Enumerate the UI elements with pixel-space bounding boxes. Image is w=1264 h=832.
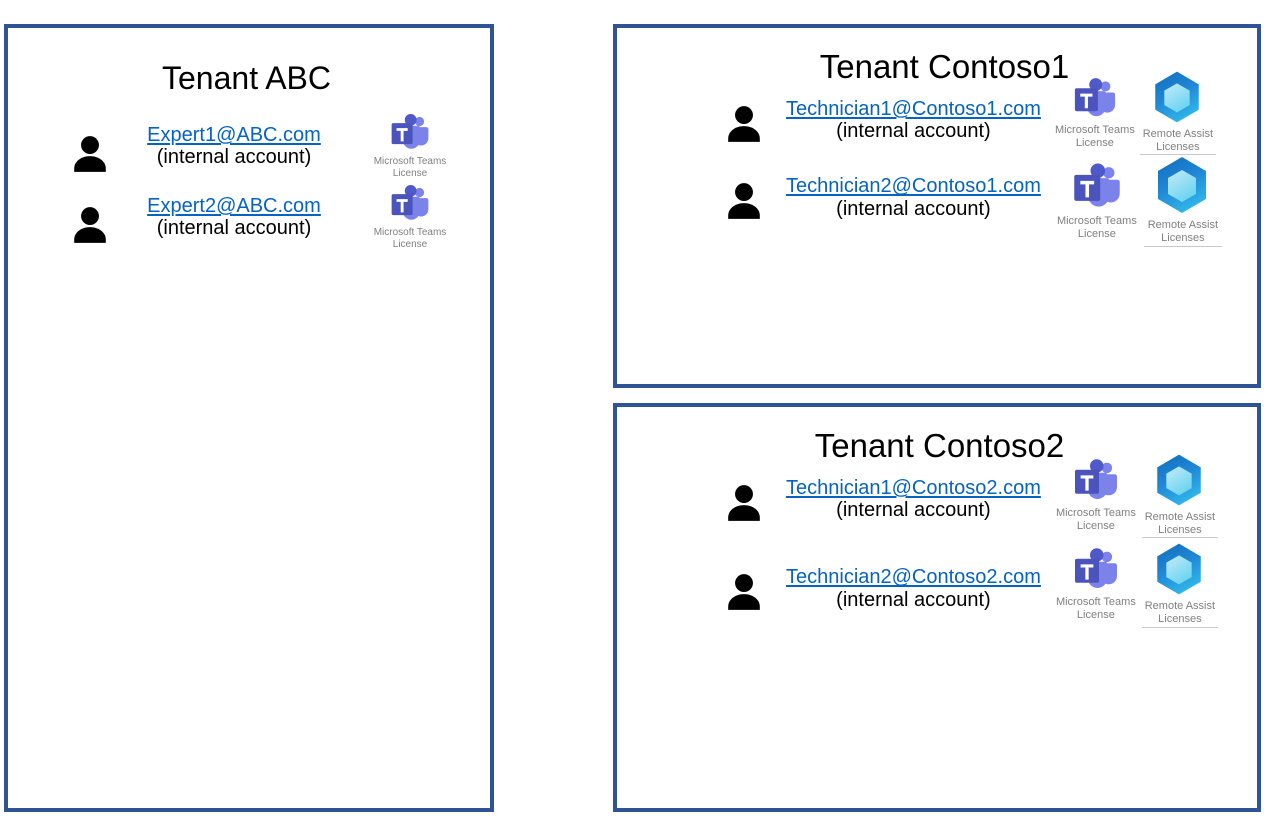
user-list-abc: Expert1@ABC.com (internal account) <box>8 113 490 250</box>
license-badge-remote-assist: Remote Assist Licenses <box>1137 543 1221 628</box>
license-caption-teams: Microsoft Teams License <box>370 156 450 179</box>
license-caption-remote-assist: Remote Assist Licenses <box>1139 600 1221 628</box>
license-caption-line1: Microsoft Teams <box>1054 124 1135 136</box>
license-caption-remote-assist: Remote Assist Licenses <box>1141 219 1225 247</box>
license-caption-line2: License <box>1076 519 1115 532</box>
license-badge-teams: Microsoft Teams License <box>370 112 450 179</box>
license-caption-teams: Microsoft Teams License <box>1055 596 1137 621</box>
license-caption-teams: Microsoft Teams License <box>1055 215 1139 240</box>
microsoft-teams-icon <box>389 183 431 225</box>
license-caption-line2: License <box>1076 608 1115 621</box>
user-row: Technician1@Contoso2.com (internal accou… <box>617 454 1257 539</box>
license-caption-line2: License <box>1075 136 1114 149</box>
license-caption-teams: Microsoft Teams License <box>1055 507 1137 532</box>
remote-assist-icon <box>1150 540 1208 598</box>
license-caption-line2: License <box>392 238 428 250</box>
account-type-label: (internal account) <box>156 146 312 169</box>
person-icon <box>722 481 766 525</box>
user-row: Technician2@Contoso1.com (internal accou… <box>617 157 1257 247</box>
license-badge-teams: Microsoft Teams License <box>1055 457 1137 532</box>
license-caption-line1: Microsoft Teams <box>1055 596 1136 609</box>
account-email-link[interactable]: Technician2@Contoso2.com <box>786 566 1041 589</box>
account-email-link[interactable]: Expert1@ABC.com <box>147 124 321 146</box>
license-caption-line1: Microsoft Teams <box>373 156 447 167</box>
tenant-title-contoso2: Tenant Contoso2 <box>814 427 1065 464</box>
license-badge-teams: Microsoft Teams License <box>1055 546 1137 621</box>
account-type-label: (internal account) <box>156 217 312 240</box>
person-icon <box>68 132 112 176</box>
license-caption-line1: Remote Assist <box>1147 219 1219 232</box>
license-caption-line1: Remote Assist <box>1142 128 1214 140</box>
license-badge-remote-assist: Remote Assist Licenses <box>1137 454 1221 539</box>
license-caption-line2: License <box>1077 227 1116 240</box>
account-block: Technician1@Contoso2.com (internal accou… <box>786 477 1041 522</box>
account-type-label: (internal account) <box>836 120 991 143</box>
account-type-label: (internal account) <box>836 499 991 522</box>
tenant-card-abc: Tenant ABC Expert1@ABC.com (internal acc… <box>4 24 494 812</box>
license-caption-remote-assist: Remote Assist Licenses <box>1139 511 1221 539</box>
account-email-link[interactable]: Technician2@Contoso1.com <box>786 175 1041 198</box>
remote-assist-icon <box>1150 153 1214 217</box>
license-caption-teams: Microsoft Teams License <box>1055 124 1135 149</box>
license-group: Microsoft Teams License <box>1055 543 1221 628</box>
microsoft-teams-icon <box>389 112 431 154</box>
license-caption-line1: Microsoft Teams <box>1055 507 1136 519</box>
license-badge-teams: Microsoft Teams License <box>1055 161 1139 240</box>
license-caption-line2: Licenses <box>1158 523 1202 536</box>
person-icon <box>68 203 112 247</box>
account-block: Technician1@Contoso1.com (internal accou… <box>786 98 1041 143</box>
license-caption-remote-assist: Remote Assist Licenses <box>1137 128 1219 156</box>
account-email-link[interactable]: Expert2@ABC.com <box>147 195 321 217</box>
license-group: Microsoft Teams License <box>1055 454 1221 539</box>
license-caption-line2: Licenses <box>1156 140 1200 153</box>
tenant-title-abc: Tenant ABC <box>162 60 331 96</box>
remote-assist-icon <box>1150 451 1208 509</box>
license-caption-line2: License <box>392 167 428 179</box>
license-group: Microsoft Teams License <box>370 183 450 250</box>
account-email-link[interactable]: Technician1@Contoso1.com <box>786 98 1041 120</box>
person-icon <box>722 570 766 614</box>
tenant-title-contoso1: Tenant Contoso1 <box>819 48 1070 85</box>
account-block: Technician2@Contoso2.com (internal accou… <box>786 566 1041 611</box>
license-caption-line1: Remote Assist <box>1144 511 1216 523</box>
user-list-contoso1: Technician1@Contoso1.com (internal accou… <box>617 71 1257 247</box>
microsoft-teams-icon <box>1071 161 1123 213</box>
license-badge-teams: Microsoft Teams License <box>1055 76 1135 149</box>
user-row: Technician2@Contoso2.com (internal accou… <box>617 543 1257 628</box>
license-caption-line1: Microsoft Teams <box>373 227 447 238</box>
remote-assist-icon <box>1148 68 1206 126</box>
microsoft-teams-icon <box>1072 457 1120 505</box>
license-group: Microsoft Teams License <box>1055 157 1225 247</box>
license-badge-remote-assist: Remote Assist Licenses <box>1139 157 1225 247</box>
person-icon <box>722 179 766 223</box>
license-caption-line2: Licenses <box>1158 612 1202 625</box>
license-badge-remote-assist: Remote Assist Licenses <box>1135 71 1219 156</box>
account-block: Expert2@ABC.com (internal account) <box>136 195 332 240</box>
license-caption-teams: Microsoft Teams License <box>370 227 450 250</box>
microsoft-teams-icon <box>1072 76 1118 122</box>
license-caption-line1: Microsoft Teams <box>1056 215 1137 228</box>
license-group: Microsoft Teams License <box>1055 71 1219 156</box>
account-type-label: (internal account) <box>836 588 991 611</box>
license-badge-teams: Microsoft Teams License <box>370 183 450 250</box>
account-block: Expert1@ABC.com (internal account) <box>136 124 332 169</box>
license-group: Microsoft Teams License <box>370 112 450 179</box>
tenant-card-contoso1: Tenant Contoso1 Technician1@Contoso1.com… <box>613 24 1261 388</box>
tenant-card-contoso2: Tenant Contoso2 Technician1@Contoso2.com… <box>613 403 1261 812</box>
person-icon <box>722 102 766 146</box>
account-type-label: (internal account) <box>836 197 991 220</box>
user-row: Technician1@Contoso1.com (internal accou… <box>617 71 1257 156</box>
license-caption-line1: Remote Assist <box>1144 600 1216 613</box>
user-row: Expert2@ABC.com (internal account) <box>8 184 490 250</box>
account-email-link[interactable]: Technician1@Contoso2.com <box>786 477 1041 499</box>
account-block: Technician2@Contoso1.com (internal accou… <box>786 175 1041 220</box>
license-caption-line2: Licenses <box>1161 231 1205 244</box>
user-row: Expert1@ABC.com (internal account) <box>8 113 490 179</box>
user-list-contoso2: Technician1@Contoso2.com (internal accou… <box>617 454 1257 628</box>
microsoft-teams-icon <box>1072 546 1120 594</box>
